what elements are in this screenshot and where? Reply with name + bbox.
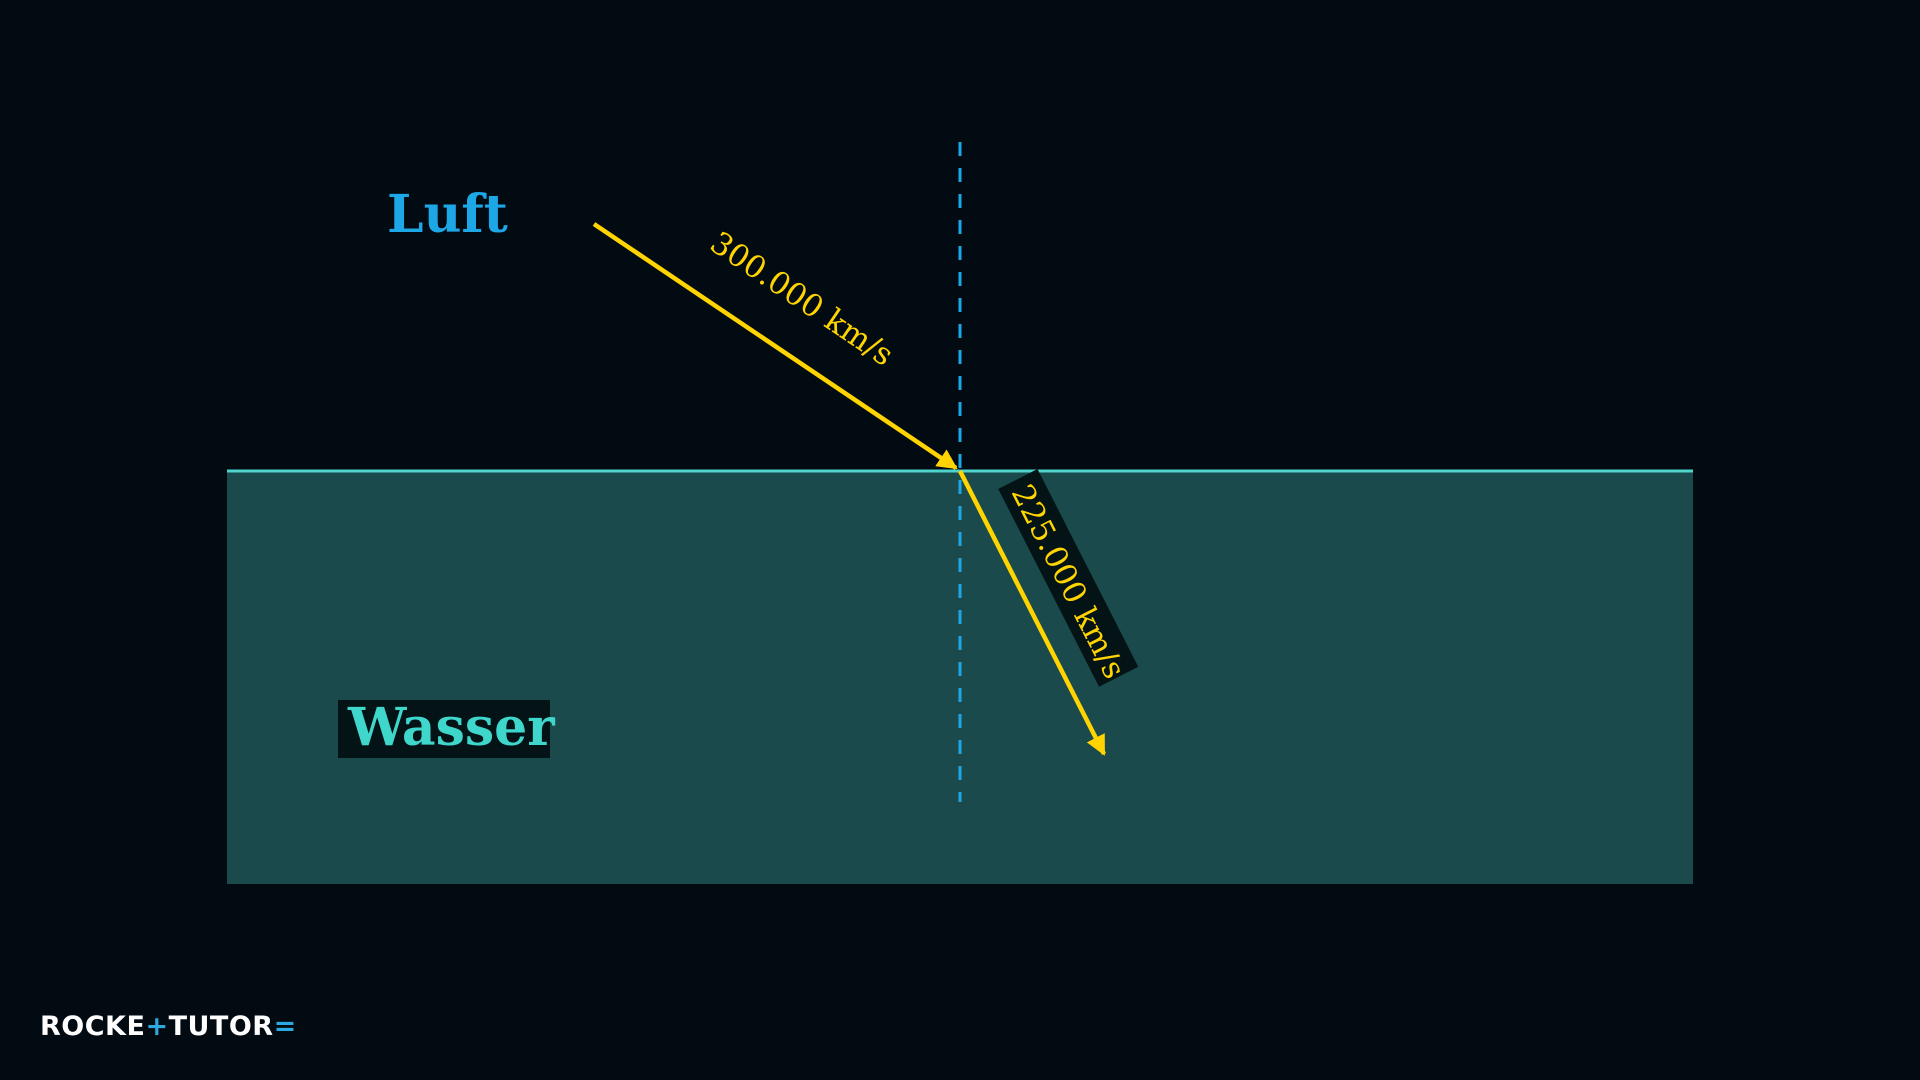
logo-text-part1: ROCKE [40, 1011, 146, 1042]
incident-ray-arrow [592, 222, 958, 470]
medium-label-water-box [338, 700, 550, 758]
brand-logo: ROCKE+TUTOR= [40, 1012, 297, 1042]
incident-speed-label: 300.000 km/s [704, 225, 900, 374]
logo-plus-glyph: + [145, 1011, 169, 1042]
refracted-ray-arrow [957, 469, 1107, 756]
refracted-speed-label-box [998, 469, 1139, 687]
logo-text-part3: TUTO [168, 1011, 253, 1042]
medium-label-water: Wasser [347, 697, 555, 758]
logo-equals-glyph: = [273, 1011, 297, 1042]
logo-text-part4: R [252, 1011, 274, 1042]
medium-label-air: Luft [387, 184, 508, 245]
